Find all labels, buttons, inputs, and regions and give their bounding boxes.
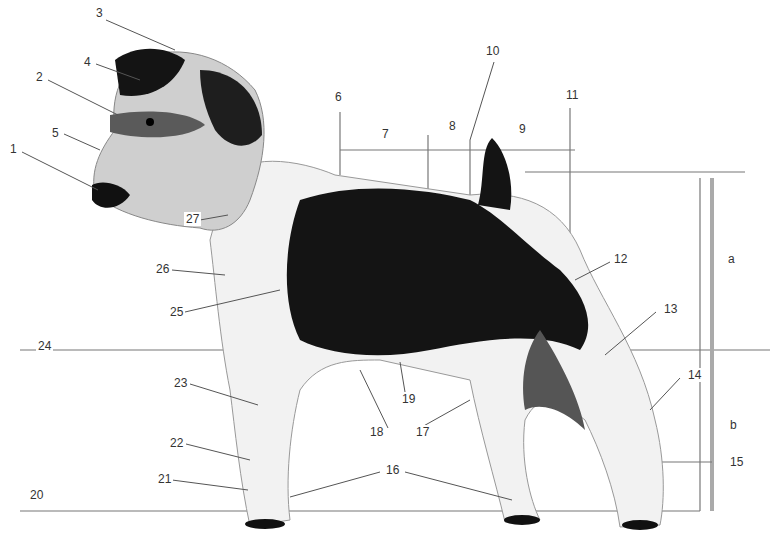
callout-number: 17: [414, 425, 431, 439]
callout-number: 24: [36, 339, 53, 353]
callout-number: a: [726, 252, 737, 266]
callout-number: 4: [82, 55, 93, 69]
callout-number: 8: [447, 119, 458, 133]
callout-number: 3: [94, 6, 105, 20]
callout-number: 15: [728, 455, 745, 469]
callout-number: b: [728, 418, 739, 432]
callout-number: 6: [333, 90, 344, 104]
callout-number: 5: [50, 126, 61, 140]
callout-number: 14: [686, 368, 703, 382]
callout-number: 18: [368, 425, 385, 439]
callout-number: 2: [34, 70, 45, 84]
callout-number: 19: [400, 392, 417, 406]
callout-number: 27: [184, 212, 201, 226]
callout-number: 9: [517, 122, 528, 136]
callout-number: 13: [662, 302, 679, 316]
callout-number: 20: [28, 488, 45, 502]
callout-number: 25: [168, 305, 185, 319]
callout-number: 22: [168, 436, 185, 450]
callout-number: 23: [172, 376, 189, 390]
callout-number: 11: [564, 88, 580, 102]
callout-number: 16: [384, 463, 401, 477]
callout-number: 12: [612, 252, 629, 266]
callout-number: 21: [156, 472, 173, 486]
callout-number: 7: [380, 127, 391, 141]
callout-number: 26: [154, 262, 171, 276]
callout-number: 1: [8, 142, 19, 156]
callout-number: 10: [484, 44, 501, 58]
